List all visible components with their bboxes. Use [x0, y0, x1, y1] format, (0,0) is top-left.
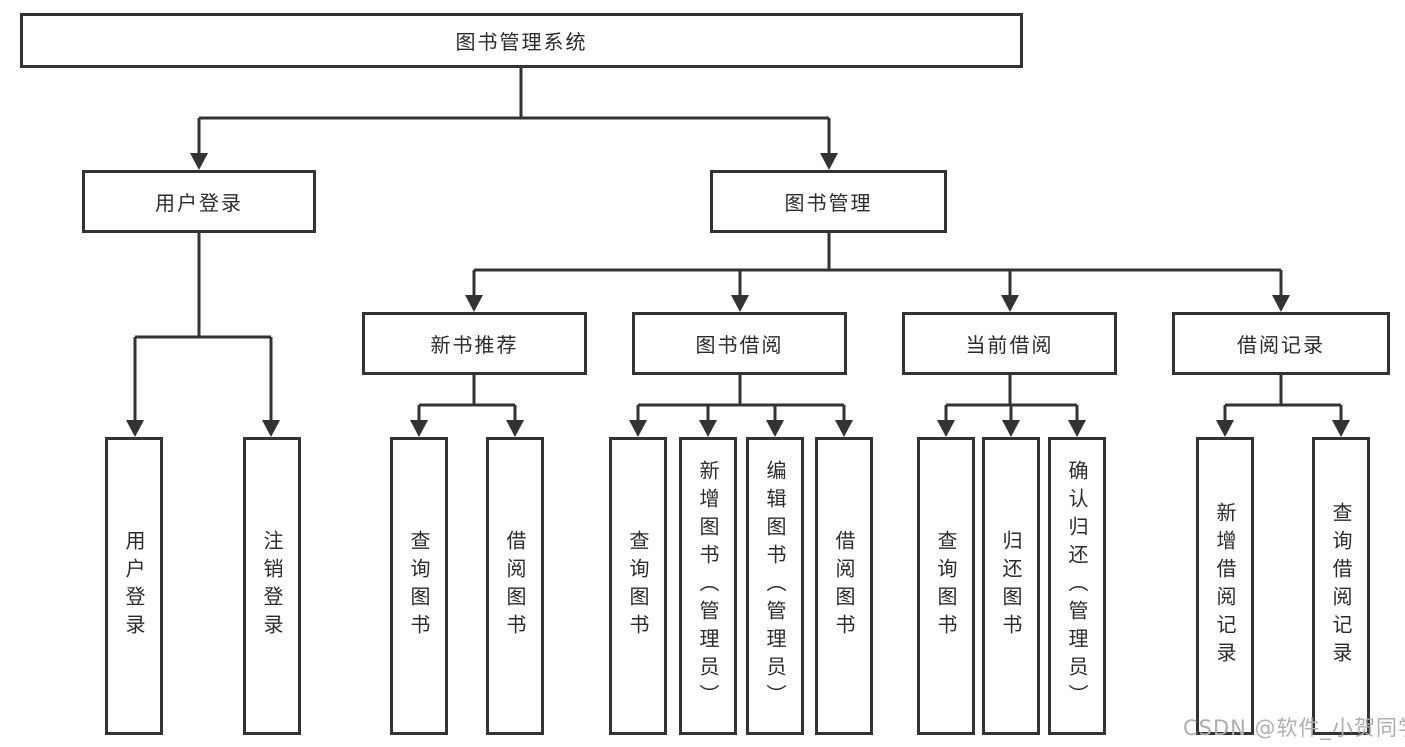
node-query-books-recommend: 查询图书 [390, 437, 448, 735]
connector-root-to-level2 [190, 68, 838, 170]
node-current-borrowing: 当前借阅 [902, 312, 1117, 375]
node-borrow-books-leaf: 借阅图书 [815, 437, 873, 735]
csdn-watermark: CSDN @软件_小贺同学 [1183, 716, 1405, 740]
node-book-borrowing: 图书借阅 [632, 312, 847, 375]
node-query-books-borrow: 查询图书 [609, 437, 667, 735]
node-return-books: 归还图书 [982, 437, 1040, 735]
node-borrowing-records: 借阅记录 [1172, 312, 1390, 375]
node-add-borrow-record: 新增借阅记录 [1196, 437, 1254, 735]
node-query-borrow-record: 查询借阅记录 [1312, 437, 1370, 735]
node-add-books-admin: 新增图书（管理员） [679, 437, 737, 735]
connector-currentborrow-to-leaves [937, 375, 1086, 437]
connector-userlogin-to-leaves [126, 233, 280, 437]
connector-borrowrecord-to-leaves [1216, 375, 1350, 437]
node-edit-books-admin: 编辑图书（管理员） [746, 437, 804, 735]
connector-newbook-to-leaves [410, 375, 524, 437]
node-confirm-return-admin: 确认归还（管理员） [1048, 437, 1106, 735]
node-book-management: 图书管理 [710, 170, 947, 233]
node-query-books-current: 查询图书 [917, 437, 975, 735]
node-root: 图书管理系统 [20, 13, 1023, 68]
node-user-login-leaf: 用户登录 [105, 437, 163, 735]
node-borrow-books-recommend: 借阅图书 [486, 437, 544, 735]
node-user-login-branch: 用户登录 [82, 170, 316, 233]
connector-bookmgmt-to-level3 [465, 233, 1290, 312]
node-logout-leaf: 注销登录 [243, 437, 301, 735]
connector-bookborrow-to-leaves [629, 375, 853, 437]
node-new-book-recommend: 新书推荐 [362, 312, 587, 375]
